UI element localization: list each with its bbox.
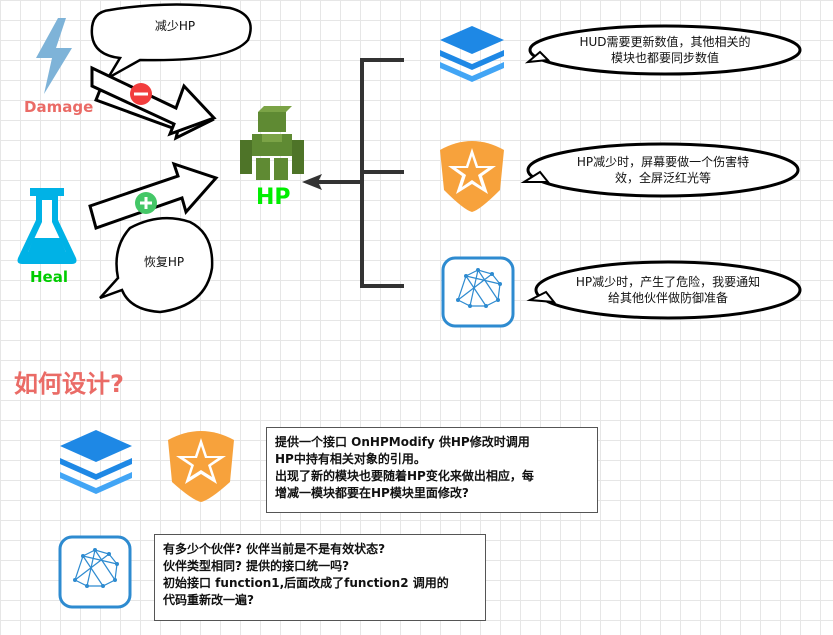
restore-hp-text: 恢复HP [143, 255, 185, 269]
screen-bubble-text: HP减少时，屏幕要做一个伤害特效，全屏泛红光等 [576, 155, 750, 185]
damage-arrow [90, 65, 217, 141]
heal-label: Heal [30, 268, 68, 286]
interface-note: 提供一个接口 OnHPModify 供HP修改时调用 HP中持有相关对象的引用。… [266, 427, 598, 513]
page-title: 如何设计? [14, 370, 124, 398]
reduce-hp-bubble [90, 3, 252, 82]
lightning-icon [36, 18, 72, 94]
flask-icon [17, 188, 77, 264]
star-badge-icon [440, 141, 504, 212]
ally-bubble [534, 260, 802, 320]
star-badge-icon-bottom [168, 431, 234, 502]
layers-icon-bottom [60, 430, 132, 494]
connector-bracket [318, 58, 404, 288]
ally-bubble-text: HP减少时，产生了危险，我要通知给其他伙伴做防御准备 [575, 275, 761, 305]
brain-network-icon [441, 256, 515, 328]
damage-label: Damage [24, 98, 94, 116]
connector-arrowhead [302, 174, 322, 190]
hp-figure-icon [240, 106, 304, 180]
screen-bubble [526, 142, 800, 198]
hud-bubble [528, 24, 802, 76]
layers-icon [440, 26, 504, 82]
restore-hp-bubble [99, 216, 214, 314]
hp-label: HP [256, 185, 291, 210]
ally-note: 有多少个伙伴? 伙伴当前是不是有效状态? 伙伴类型相同? 提供的接口统一吗? 初… [154, 534, 486, 621]
reduce-hp-text: 减少HP [154, 19, 196, 33]
brain-network-icon-bottom [58, 535, 132, 609]
hud-bubble-text: HUD需要更新数值，其他相关的模块也都要同步数值 [579, 35, 751, 65]
minus-sign [134, 92, 148, 96]
